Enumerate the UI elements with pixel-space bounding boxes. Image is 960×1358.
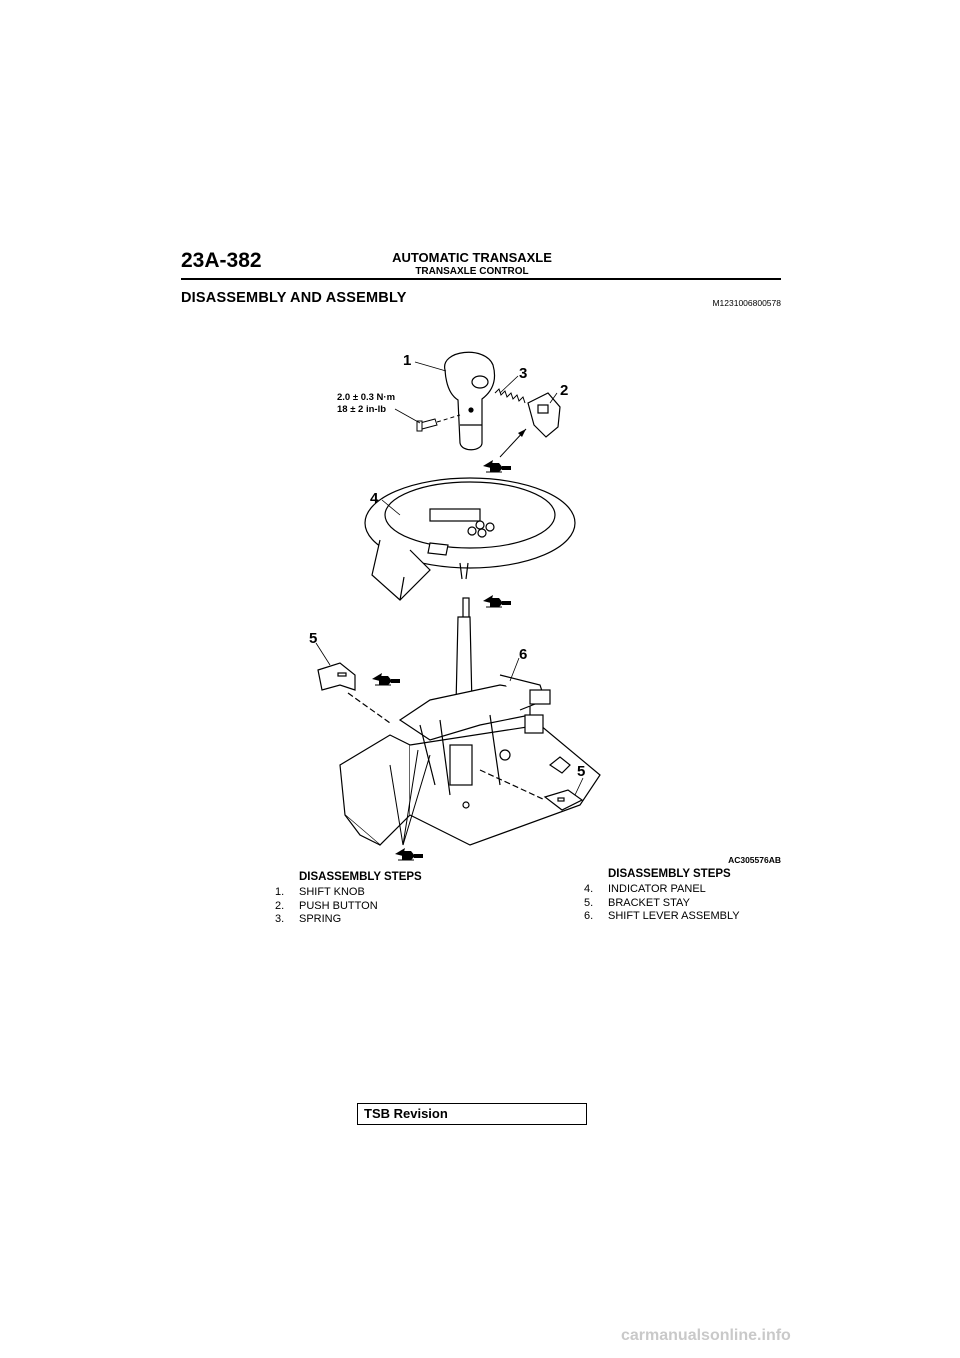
shift-lever-assembly bbox=[339, 674, 601, 846]
section-title: AUTOMATIC TRANSAXLE bbox=[392, 250, 552, 265]
page-heading: DISASSEMBLY AND ASSEMBLY bbox=[181, 290, 407, 306]
page-number: 23A-382 bbox=[181, 249, 262, 272]
header-rule bbox=[181, 278, 781, 280]
screw bbox=[416, 414, 461, 432]
list-item: 4.INDICATOR PANEL bbox=[584, 883, 706, 895]
list-item: 2.PUSH BUTTON bbox=[275, 899, 378, 912]
steps-heading-right: DISASSEMBLY STEPS bbox=[608, 868, 731, 880]
spring bbox=[494, 388, 526, 404]
tsb-revision-box: TSB Revision bbox=[357, 1103, 587, 1125]
steps-heading-left: DISASSEMBLY STEPS bbox=[299, 871, 422, 883]
steps-list-right: 4.INDICATOR PANEL 5.BRACKET STAY 6.SHIFT… bbox=[584, 883, 740, 924]
callout-4: 4 bbox=[370, 490, 379, 507]
list-item: 5.BRACKET STAY bbox=[584, 896, 690, 909]
push-button bbox=[527, 392, 561, 438]
shift-lever-shaft bbox=[455, 597, 473, 706]
torque-spec-metric: 2.0 ± 0.3 N·m bbox=[337, 392, 395, 403]
exploded-view-illustration: 1 3 2 4 5 6 5 2.0 ± 0.3 N·m 18 ± 2 in-lb… bbox=[309, 351, 781, 865]
callout-6: 6 bbox=[519, 646, 527, 663]
section-subtitle: TRANSAXLE CONTROL bbox=[415, 266, 529, 277]
list-item: 1.SHIFT KNOB bbox=[275, 886, 365, 898]
document-code: M1231006800578 bbox=[712, 298, 781, 308]
list-item: 6.SHIFT LEVER ASSEMBLY bbox=[584, 910, 740, 922]
callout-3: 3 bbox=[519, 365, 527, 382]
callout-2: 2 bbox=[560, 382, 568, 399]
figure-code: AC305576AB bbox=[728, 855, 781, 865]
callout-1: 1 bbox=[403, 352, 411, 369]
watermark: carmanualsonline.info bbox=[621, 1327, 791, 1344]
list-item: 3.SPRING bbox=[275, 913, 342, 925]
shift-knob bbox=[444, 351, 496, 451]
callout-5-left: 5 bbox=[309, 630, 317, 647]
indicator-panel bbox=[364, 477, 576, 601]
bracket-stay-2 bbox=[479, 769, 584, 811]
callout-5-right: 5 bbox=[577, 763, 585, 780]
steps-list-left: 1.SHIFT KNOB 2.PUSH BUTTON 3.SPRING bbox=[275, 886, 378, 927]
tsb-revision-label: TSB Revision bbox=[364, 1106, 448, 1121]
bracket-stay bbox=[317, 662, 391, 724]
torque-spec-imperial: 18 ± 2 in-lb bbox=[337, 404, 386, 415]
